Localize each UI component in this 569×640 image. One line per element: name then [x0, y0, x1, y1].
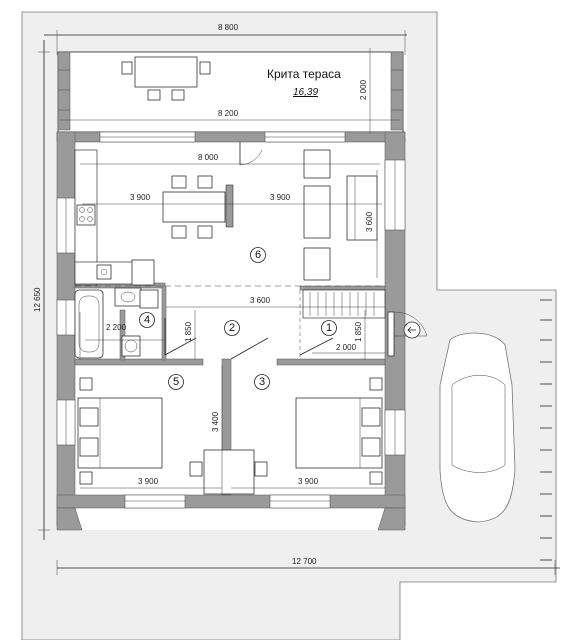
dim-hall-width: 3 600	[250, 296, 271, 305]
bathroom	[74, 287, 197, 359]
washbasin-icon	[114, 287, 142, 307]
dimension-lines	[38, 30, 560, 575]
sink-icon	[96, 264, 112, 280]
terrace-table	[121, 56, 211, 101]
dim-total-depth: 12 650	[33, 287, 42, 312]
room-4-label: 4	[144, 314, 150, 326]
room-5-marker: 5	[168, 374, 184, 390]
bedroom-right	[254, 377, 383, 485]
room-1-marker: 1	[321, 320, 337, 336]
dim-bedroom-right-width: 3 900	[298, 477, 319, 486]
toilet-icon	[121, 335, 141, 357]
terrace-area: 16,39	[293, 87, 318, 98]
dim-bottom-total: 12 700	[292, 557, 317, 566]
room-1-label: 1	[326, 322, 332, 334]
dim-entry-width: 2 000	[336, 343, 357, 352]
stove-icon	[76, 204, 96, 226]
room-4-marker: 4	[139, 312, 155, 328]
dim-terrace-width: 8 200	[218, 109, 239, 118]
dining-table	[162, 175, 234, 239]
room-6-marker: 6	[250, 247, 266, 263]
room-3-label: 3	[259, 376, 265, 388]
dim-living-depth: 3 600	[365, 211, 374, 232]
interior-doors	[230, 337, 334, 360]
room-5-label: 5	[173, 376, 179, 388]
bathtub-icon	[74, 289, 104, 359]
dim-living-total: 8 000	[198, 153, 219, 162]
entry-door	[387, 311, 428, 357]
windows	[56, 131, 406, 509]
room-2-marker: 2	[224, 320, 240, 336]
dim-bath-width: 2 200	[106, 323, 127, 332]
parking-marks	[540, 299, 552, 561]
wardrobe	[302, 289, 386, 319]
terrace-title: Крита тераса	[267, 67, 341, 81]
room-6-label: 6	[255, 249, 261, 261]
dim-kitchen-width: 3 900	[130, 193, 151, 202]
desk	[203, 449, 255, 495]
dim-bath-depth: 1 850	[184, 321, 193, 342]
room-3-marker: 3	[254, 374, 270, 390]
car-icon	[439, 332, 516, 523]
terrace-door	[239, 142, 263, 166]
dim-living-width: 3 900	[270, 193, 291, 202]
dim-top-total: 8 800	[218, 23, 239, 32]
kitchen	[74, 149, 155, 286]
bedroom-left	[77, 377, 203, 485]
dim-bedroom-left-width: 3 900	[138, 477, 159, 486]
dim-bedroom-depth: 3 400	[211, 411, 220, 432]
dim-entry-depth: 1 850	[354, 321, 363, 342]
dim-terrace-depth: 2 000	[359, 79, 368, 100]
room-2-label: 2	[229, 322, 235, 334]
fridge-icon	[131, 259, 155, 286]
